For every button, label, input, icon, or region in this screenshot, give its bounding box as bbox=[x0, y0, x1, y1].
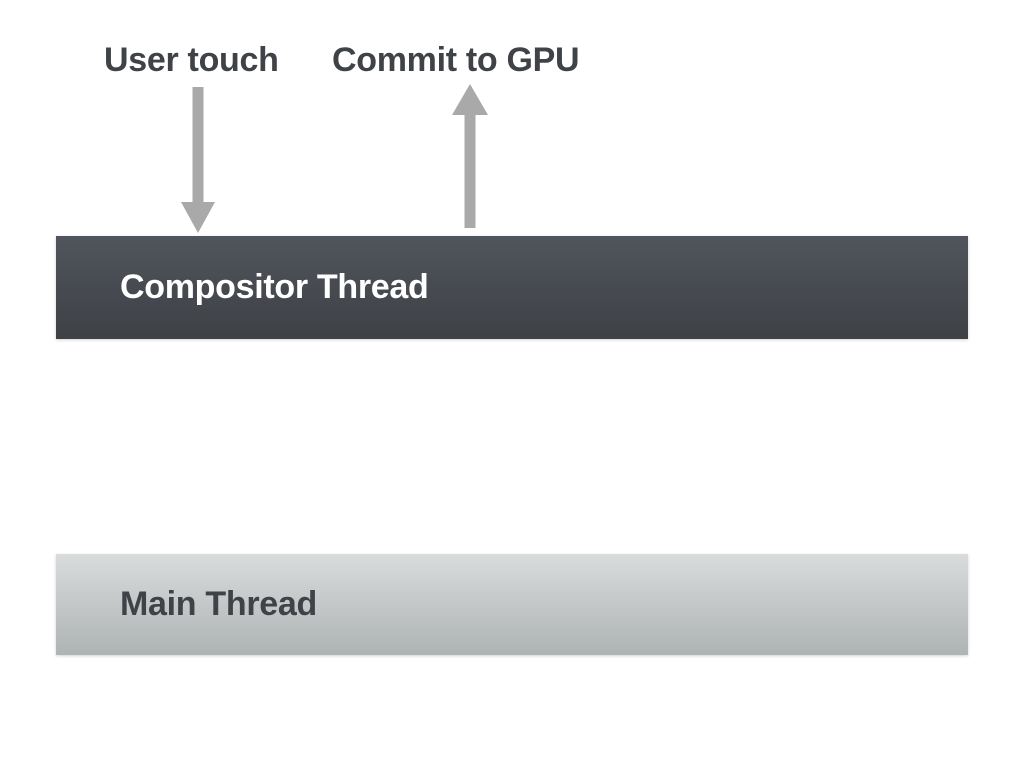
commit-to-gpu-label: Commit to GPU bbox=[332, 41, 580, 79]
user-touch-label: User touch bbox=[104, 41, 279, 79]
arrow-down-icon bbox=[181, 87, 215, 233]
arrow-up-icon bbox=[452, 84, 488, 228]
compositor-thread-label: Compositor Thread bbox=[120, 268, 429, 306]
compositor-thread-bar: Compositor Thread bbox=[56, 236, 968, 339]
main-thread-label: Main Thread bbox=[120, 585, 317, 623]
main-thread-bar: Main Thread bbox=[56, 554, 968, 655]
